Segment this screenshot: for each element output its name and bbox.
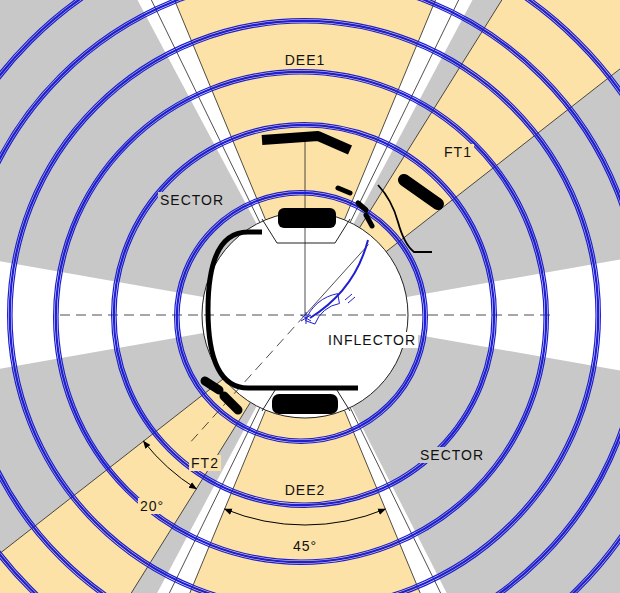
angle-dimension: 45° xyxy=(291,538,319,554)
puller-electrode xyxy=(208,232,358,388)
dee-electrode xyxy=(262,136,350,150)
beam-orbit xyxy=(179,195,423,439)
part-label: SECTOR xyxy=(418,447,486,463)
dee-tip xyxy=(272,394,338,414)
first-turn xyxy=(310,240,368,318)
inflector-tick xyxy=(345,294,355,303)
part-label: SECTOR xyxy=(158,192,226,208)
flattop-electrode xyxy=(338,188,372,226)
part-label: INFLECTOR xyxy=(326,332,418,348)
beam-orbit xyxy=(54,70,549,565)
beam-orbit xyxy=(114,125,494,505)
edge-line xyxy=(0,378,224,593)
beam-orbit xyxy=(56,72,546,562)
angle-dimension-arc xyxy=(225,509,386,525)
beam-orbit xyxy=(177,193,425,441)
beam-orbit xyxy=(8,19,601,593)
part-label: FT1 xyxy=(442,144,474,160)
part-label: DEE1 xyxy=(283,52,328,68)
beam-orbit xyxy=(116,127,492,503)
part-label: FT2 xyxy=(189,455,221,471)
beam-orbit xyxy=(58,74,544,560)
beam-orbit xyxy=(12,23,596,593)
beam-orbit xyxy=(112,123,497,508)
angle-dimension: 20° xyxy=(138,498,166,514)
beam-orbit xyxy=(175,191,428,444)
edge-line xyxy=(0,402,250,593)
flattop-edge xyxy=(378,185,432,252)
edge-line xyxy=(37,0,265,220)
flattop-electrode xyxy=(205,381,238,410)
edge-line xyxy=(0,408,260,593)
part-label: DEE2 xyxy=(283,482,328,498)
center-star xyxy=(301,312,311,324)
beam-orbit xyxy=(10,21,598,593)
dee-tip xyxy=(278,208,336,228)
flattop-electrode xyxy=(404,180,438,204)
